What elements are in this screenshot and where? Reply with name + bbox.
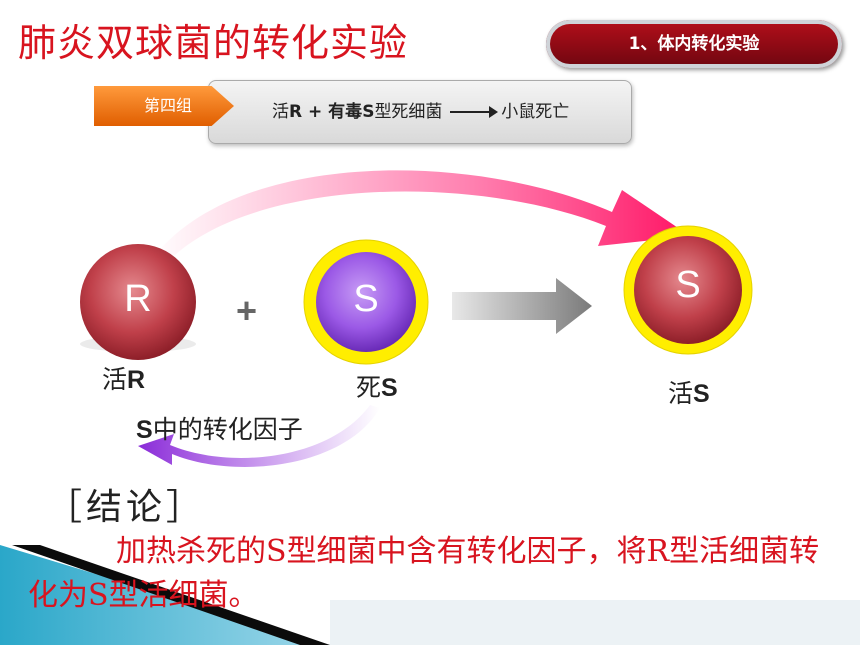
label-dead-s-char: 死 [356, 373, 382, 402]
label-live-r: 活R [102, 360, 145, 396]
factor-back-arrow [138, 405, 380, 467]
label-transforming-factor: S中的转化因子 [136, 410, 303, 446]
group-r: R [289, 102, 303, 122]
group-tag: 第四组 [94, 86, 234, 126]
label-dead-s-letter: S [381, 374, 398, 402]
r-cell-letter: R [124, 278, 152, 320]
conclusion-body: 加热杀死的S型细菌中含有转化因子，将R型活细菌转化为S型活细菌。 [28, 534, 820, 613]
group-bar [208, 80, 632, 144]
label-live-r-letter: R [127, 366, 146, 394]
group-post: 型死细菌 [374, 102, 443, 122]
group-mid: + 有毒 [302, 102, 363, 122]
page-title: 肺炎双球菌的转化实验 [18, 21, 409, 65]
r-cell [80, 244, 196, 360]
group-description: 活R + 有毒S型死细菌 小鼠死亡 [272, 97, 569, 122]
factor-letter: S [136, 416, 153, 444]
transform-arc-arrow [150, 170, 690, 268]
label-live-s-letter: S [693, 380, 710, 408]
group-pre: 活 [272, 102, 289, 122]
group-arrow-icon [449, 106, 498, 118]
label-live-s: 活S [668, 374, 710, 410]
plus-sign: + [236, 290, 258, 331]
live-s-cell [634, 236, 742, 344]
group-s: S [362, 102, 375, 122]
section-tab[interactable]: 1、体内转化实验 [546, 20, 842, 68]
factor-text: 中的转化因子 [152, 415, 303, 444]
dead-s-cell [316, 252, 416, 352]
label-live-r-char: 活 [102, 365, 128, 394]
dead-s-letter: S [353, 278, 379, 320]
conclusion-heading: ［结论］ [46, 487, 207, 528]
label-live-s-char: 活 [668, 379, 694, 408]
result-arrow [452, 278, 592, 334]
live-s-letter: S [675, 264, 701, 306]
group-result: 小鼠死亡 [501, 102, 570, 122]
label-dead-s: 死S [356, 368, 398, 404]
